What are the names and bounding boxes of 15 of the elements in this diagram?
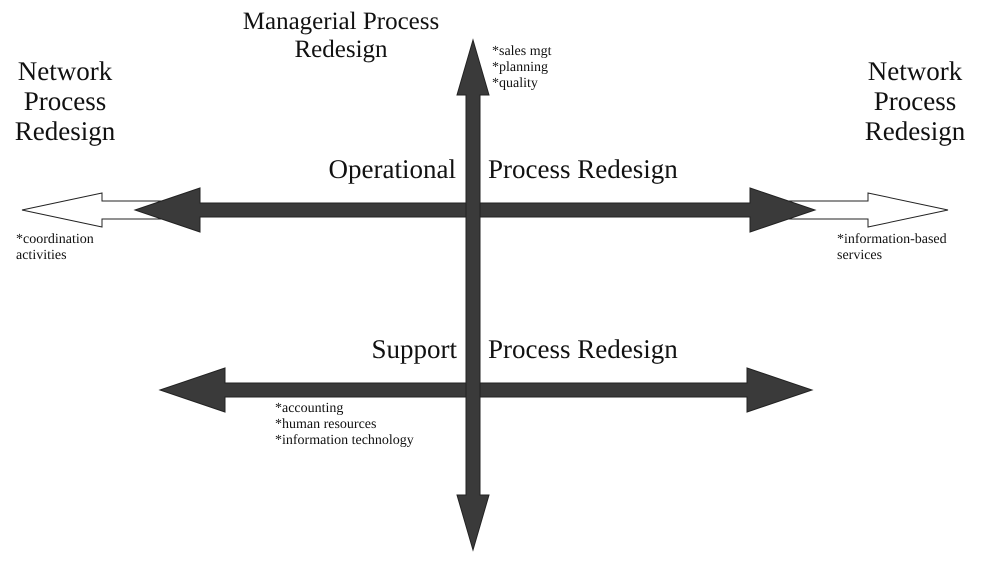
section-label: Process Redesign (488, 334, 679, 364)
note-text: *sales mgt (492, 44, 552, 60)
note-text: *quality (492, 76, 539, 92)
section-label: Operational (328, 154, 456, 184)
note-text: *human resources (275, 417, 378, 433)
section-label: Process Redesign (488, 154, 679, 184)
note-text: *information-based services (837, 232, 948, 264)
section-label: Network Process Redesign (14, 56, 116, 147)
section-label: Managerial Process Redesign (242, 8, 440, 64)
section-label: Network Process Redesign (864, 56, 966, 147)
note-text: *planning (492, 60, 549, 76)
note-text: *information technology (275, 433, 415, 449)
section-label: Support (370, 334, 457, 364)
note-text: *accounting (275, 401, 344, 417)
note-text: *coordination activities (16, 232, 95, 264)
